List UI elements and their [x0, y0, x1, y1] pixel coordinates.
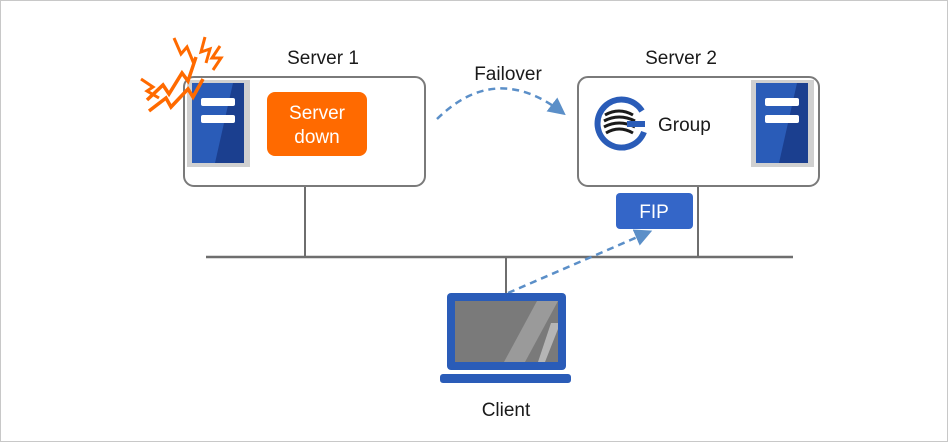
- server2-title: Server 2: [645, 48, 717, 69]
- fip-badge: FIP: [616, 193, 693, 229]
- client-label: Client: [482, 400, 531, 421]
- server-tower-icon: [187, 80, 250, 167]
- fip-label: FIP: [639, 202, 669, 223]
- lightning-alert-icon: [140, 36, 224, 113]
- server-down-badge: Server down: [267, 92, 367, 156]
- group-label: Group: [658, 115, 711, 136]
- server2: Server 2 Group: [577, 48, 820, 187]
- server1-title: Server 1: [287, 48, 359, 69]
- server1: Server 1 Server down: [183, 48, 426, 187]
- group-logo-icon: [594, 96, 647, 151]
- network: [206, 186, 793, 293]
- server-tower-icon: [751, 80, 814, 167]
- server-down-line1: Server: [289, 103, 346, 124]
- laptop-icon: [440, 293, 571, 383]
- failover-label: Failover: [474, 64, 542, 85]
- server-down-line2: down: [294, 127, 339, 148]
- failover-arrow: Failover: [436, 64, 566, 120]
- client-fip-arrow: [507, 229, 653, 295]
